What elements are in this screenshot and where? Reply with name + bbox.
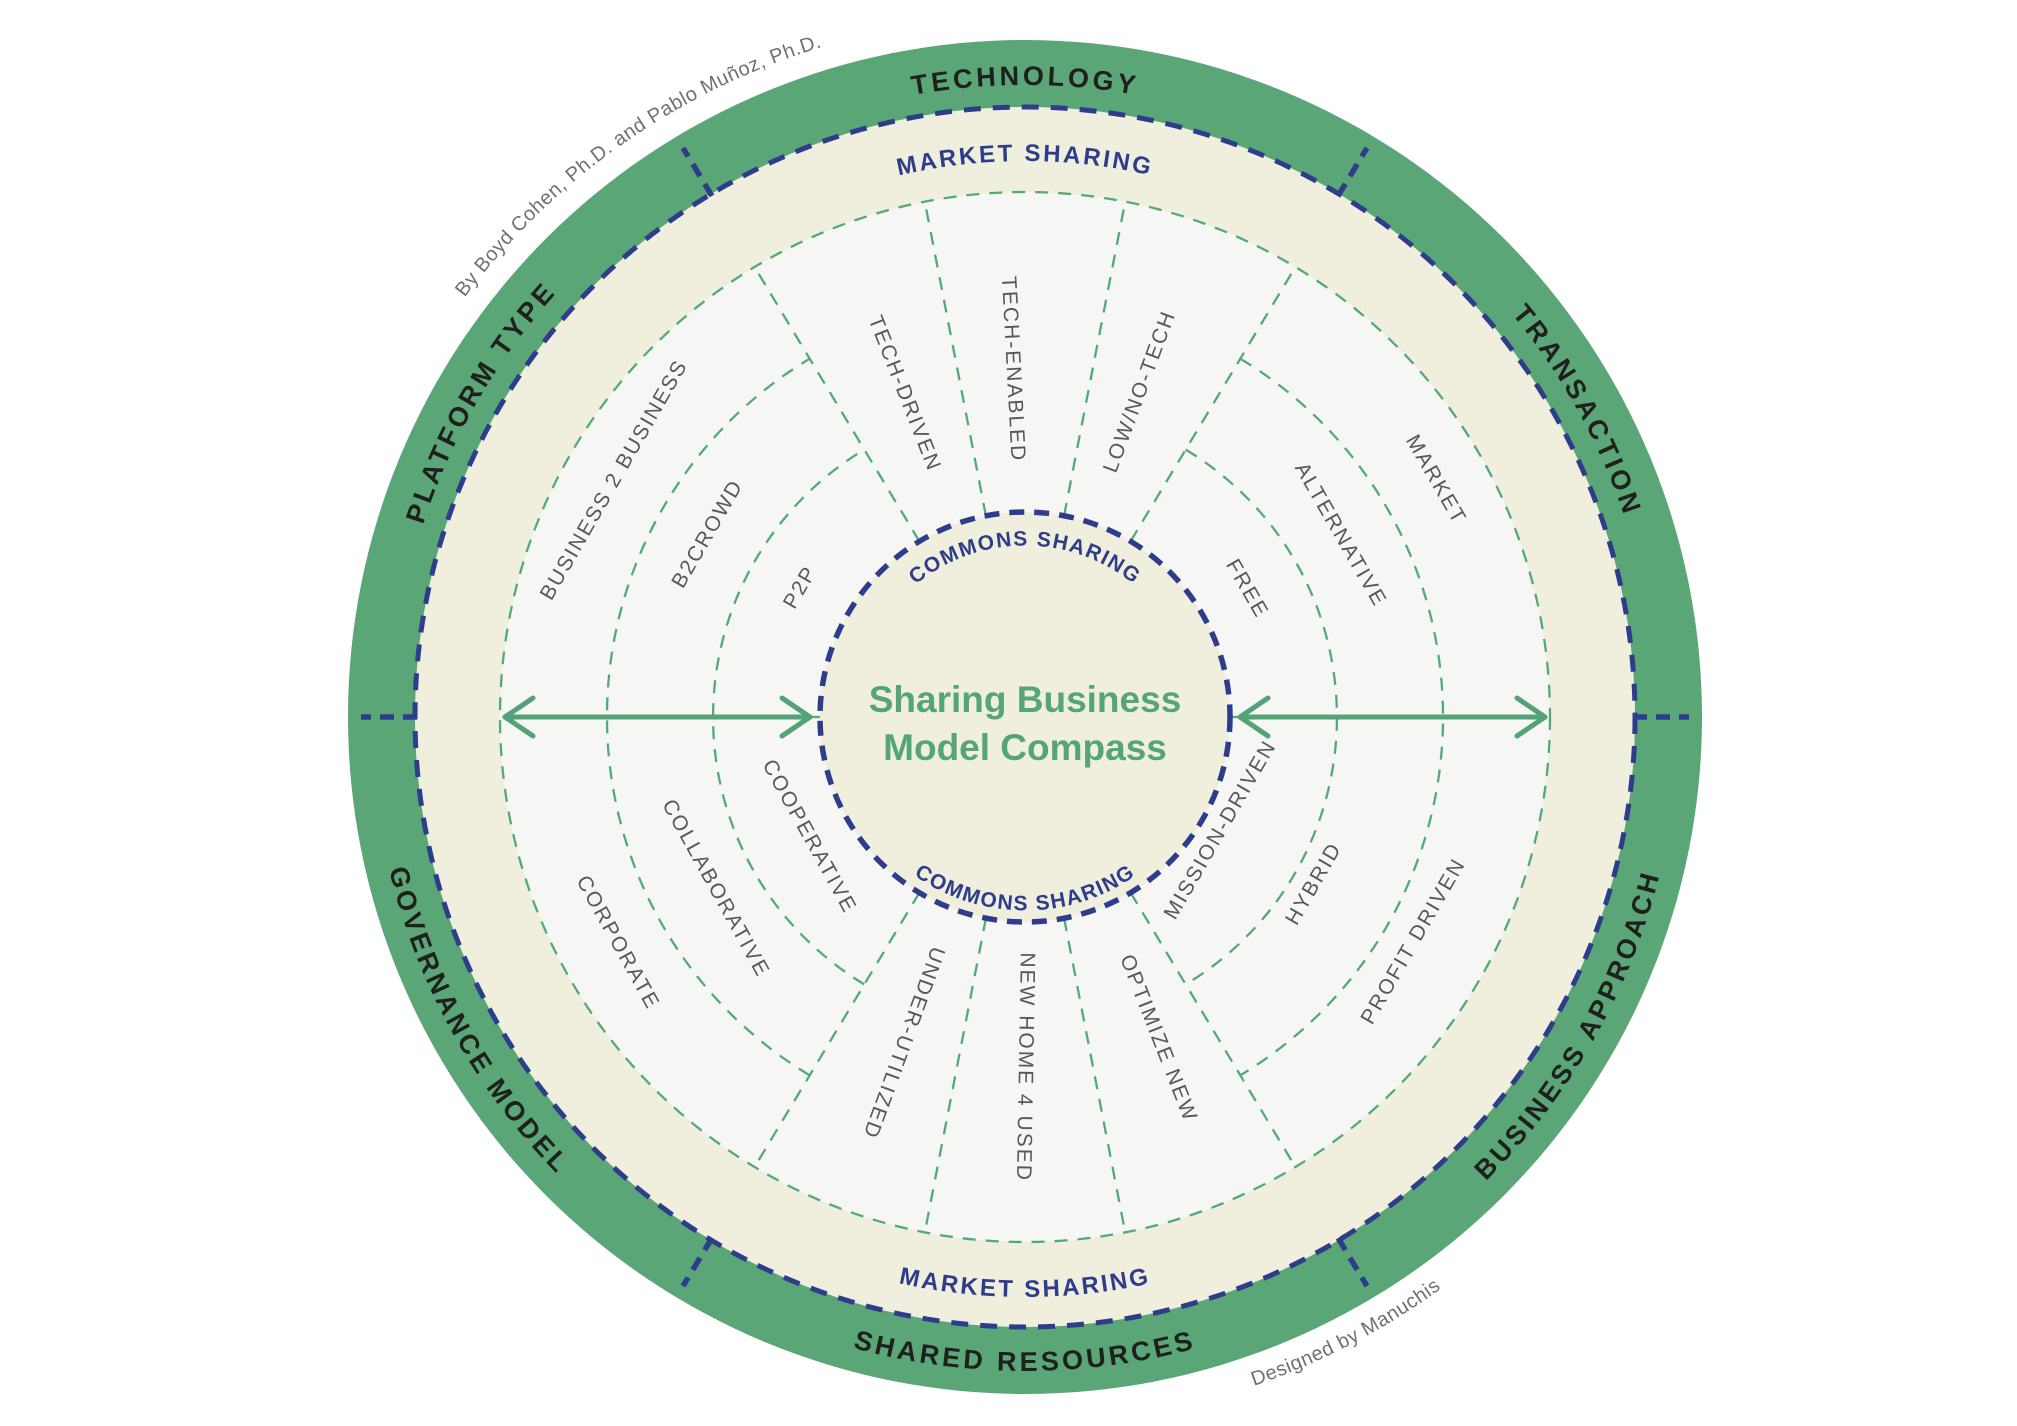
right-double-arrow-icon: [1237, 695, 1548, 739]
center-title-line2: Model Compass: [883, 727, 1167, 768]
center-title-line1: Sharing Business: [869, 679, 1182, 720]
outer-ring-section-dividers: [361, 146, 1689, 1288]
option-new-home-4-used: NEW HOME 4 USED: [1012, 952, 1039, 1182]
commons-sharing-circle: [817, 509, 1233, 925]
left-double-arrow-icon: [502, 695, 813, 739]
